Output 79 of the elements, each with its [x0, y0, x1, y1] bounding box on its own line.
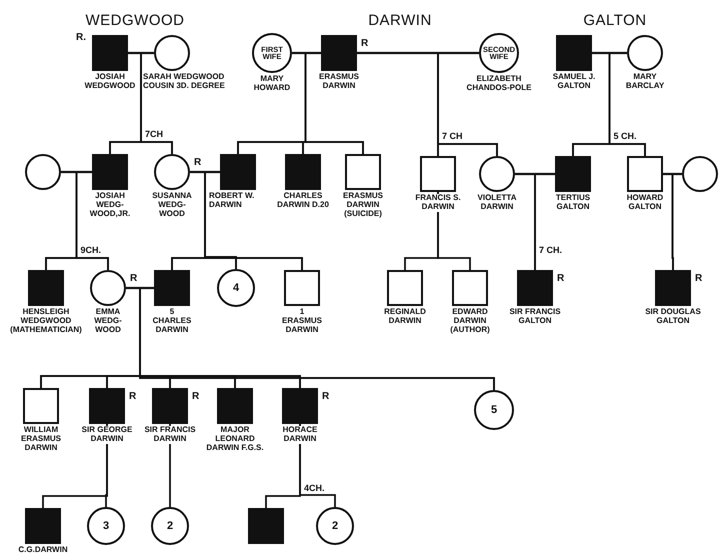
descent-line [76, 171, 109, 270]
square-symbol [285, 154, 321, 190]
square-symbol [154, 270, 190, 306]
circle-symbol [479, 33, 519, 73]
square-symbol [321, 35, 357, 71]
circle-symbol [87, 507, 125, 545]
marriage-line [663, 172, 682, 176]
circle-symbol [474, 390, 514, 430]
symbol-text: 2 [166, 518, 174, 534]
square-symbol [555, 156, 591, 192]
side-mark: R [557, 274, 564, 284]
square-symbol [92, 35, 128, 71]
edge-label: 7CH [144, 130, 164, 139]
marriage-line [190, 170, 220, 174]
square-symbol [92, 154, 128, 190]
square-symbol [517, 270, 553, 306]
edge-label: 4CH. [303, 484, 326, 493]
square-symbol [89, 388, 125, 424]
name-label: 1 [300, 308, 304, 317]
descent-line [304, 52, 364, 154]
square-symbol [345, 154, 381, 190]
marriage-line [292, 52, 321, 54]
square-symbol [152, 388, 188, 424]
square-symbol [248, 508, 284, 544]
square-symbol [28, 270, 64, 306]
square-symbol [220, 154, 256, 190]
square-symbol [420, 156, 456, 192]
marriage-line [126, 286, 154, 290]
circle-symbol [627, 35, 663, 71]
edge-label: 7 CH [441, 132, 464, 141]
square-symbol [655, 270, 691, 306]
square-symbol [217, 388, 253, 424]
symbol-text: 3 [102, 518, 110, 534]
side-mark: R [129, 392, 136, 402]
circle-symbol [25, 154, 61, 190]
marriage-line [128, 52, 154, 54]
circle-symbol [252, 33, 292, 73]
side-mark: R. [76, 33, 86, 43]
circle-symbol [217, 269, 255, 307]
name-label: MAJOR LEONARD DARWIN F.G.S. [205, 426, 265, 453]
marriage-line [592, 52, 627, 54]
side-mark: R [130, 274, 138, 284]
circle-symbol [154, 154, 190, 190]
circle-symbol [479, 156, 515, 192]
family-heading: WEDGWOOD [86, 12, 184, 29]
name-label: CHARLES DARWIN D.20 [275, 192, 331, 210]
square-symbol [452, 270, 488, 306]
name-label: 5 [170, 308, 174, 317]
side-mark: R [194, 158, 202, 168]
marriage-line [357, 52, 479, 54]
square-symbol [282, 388, 318, 424]
marriage-line [515, 172, 555, 176]
edge-label: 5 CH. [612, 132, 638, 141]
circle-symbol [151, 507, 189, 545]
circle-symbol [90, 270, 126, 306]
circle-symbol [154, 35, 190, 71]
side-mark: R [192, 392, 200, 402]
symbol-text: 5 [490, 402, 498, 418]
descent-line [608, 52, 646, 156]
edge-label: 7 CH. [538, 246, 564, 255]
square-symbol [23, 388, 59, 424]
square-symbol [556, 35, 592, 71]
side-mark: R [695, 274, 702, 284]
family-heading: DARWIN [368, 12, 432, 29]
side-mark: R [361, 39, 368, 49]
descent-line [437, 52, 498, 156]
name-label: C.G.DARWIN [18, 546, 68, 555]
circle-symbol [316, 507, 354, 545]
square-symbol [284, 270, 320, 306]
edge-label: 9CH. [80, 246, 102, 255]
circle-symbol [682, 156, 718, 192]
side-mark: R [322, 392, 330, 402]
square-symbol [387, 270, 423, 306]
marriage-line [61, 170, 92, 174]
symbol-text: 2 [330, 518, 340, 534]
family-heading: GALTON [583, 12, 647, 29]
square-symbol [627, 156, 663, 192]
square-symbol [25, 508, 61, 544]
symbol-text: 4 [232, 280, 240, 296]
